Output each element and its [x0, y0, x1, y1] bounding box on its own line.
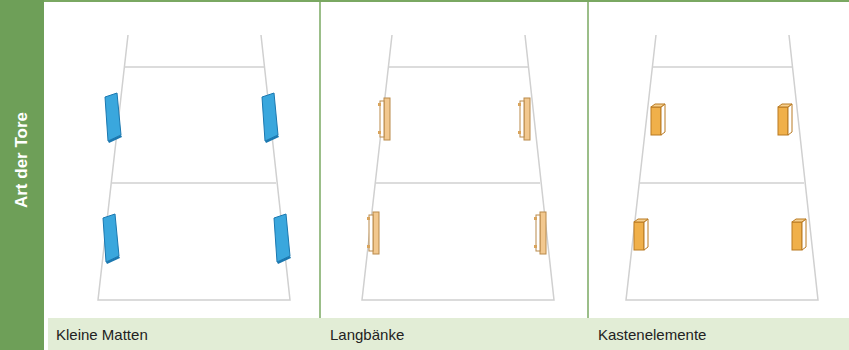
row-header-text: Art der Tore: [12, 112, 32, 208]
caption-cell: Langbänke: [322, 318, 603, 350]
caption-text: Kleine Matten: [48, 318, 335, 343]
row-header-band: Art der Tore: [0, 0, 44, 350]
caption-cell: Kleine Matten: [48, 318, 335, 350]
caption-text: Langbänke: [322, 318, 603, 343]
caption-cell: Kastenelemente: [590, 318, 849, 350]
caption-text: Kastenelemente: [590, 318, 849, 343]
